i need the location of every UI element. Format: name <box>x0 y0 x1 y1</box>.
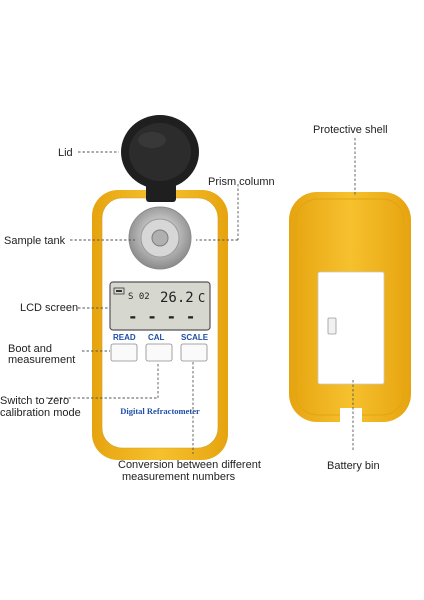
label-battery-bin: Battery bin <box>327 460 380 472</box>
label-boot-line1: Boot and <box>8 343 53 355</box>
leader-lines <box>46 138 356 454</box>
battery-bin-window <box>317 271 385 385</box>
read-button-label: READ <box>113 333 136 342</box>
cal-button-label: CAL <box>148 333 165 342</box>
label-conversion-line1: Conversion between different <box>118 459 261 471</box>
label-protective-shell: Protective shell <box>313 124 388 136</box>
label-conversion-line2: measurement numbers <box>122 471 236 483</box>
battery-indicator-icon <box>113 287 125 295</box>
label-lcd-screen: LCD screen <box>20 302 79 314</box>
label-lid: Lid <box>58 147 73 159</box>
read-button[interactable] <box>110 343 138 362</box>
lcd-temperature: 26.2 <box>160 290 194 306</box>
battery-bin-latch <box>327 317 337 335</box>
lid-inner <box>129 123 191 181</box>
scale-button[interactable] <box>180 343 208 362</box>
label-prism-column: Prism column <box>208 176 275 188</box>
label-zero-line2: calibration mode <box>0 407 81 419</box>
lcd-screen <box>109 281 211 331</box>
shell-bottom-notch <box>340 408 362 422</box>
lcd-temp-unit: C <box>198 291 205 305</box>
lcd-scale-text: S 02 <box>128 292 150 302</box>
scale-button-label: SCALE <box>181 333 209 342</box>
label-boot-line2: measurement <box>8 354 76 366</box>
lcd-dashes: - - - - <box>128 307 195 326</box>
label-sample-tank: Sample tank <box>4 235 66 247</box>
sample-tank-well <box>151 229 169 247</box>
label-zero-line1: Switch to zero <box>0 395 70 407</box>
brand-text: Digital Refractometer <box>120 406 200 416</box>
cal-button[interactable] <box>145 343 173 362</box>
